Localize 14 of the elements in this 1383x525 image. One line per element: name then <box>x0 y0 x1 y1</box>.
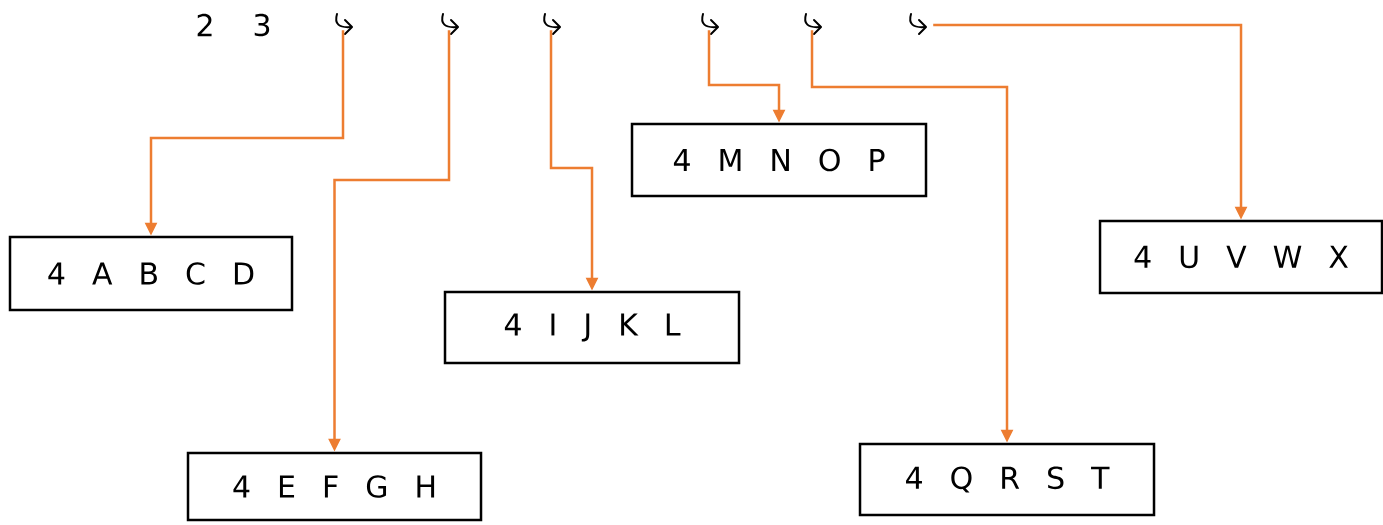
hook-arrow-icon <box>543 13 561 35</box>
hook-arrow-icon <box>441 13 459 35</box>
letter-box: 4 M N O P <box>630 122 928 198</box>
letter-box: 4 E F G H <box>186 451 483 522</box>
letter-box: 4 U V W X <box>1098 219 1383 295</box>
number-label: 3 <box>254 13 270 37</box>
letter-box: 4 A B C D <box>8 235 294 312</box>
hook-arrow-icon <box>701 13 719 35</box>
letter-box: 4 I J K L <box>443 290 741 365</box>
hook-arrow-icon <box>335 13 353 35</box>
number-label: 2 <box>197 13 212 37</box>
hook-arrow-icon <box>909 13 927 35</box>
hook-arrow-icon <box>804 13 822 35</box>
letter-box: 4 Q R S T <box>858 442 1156 517</box>
